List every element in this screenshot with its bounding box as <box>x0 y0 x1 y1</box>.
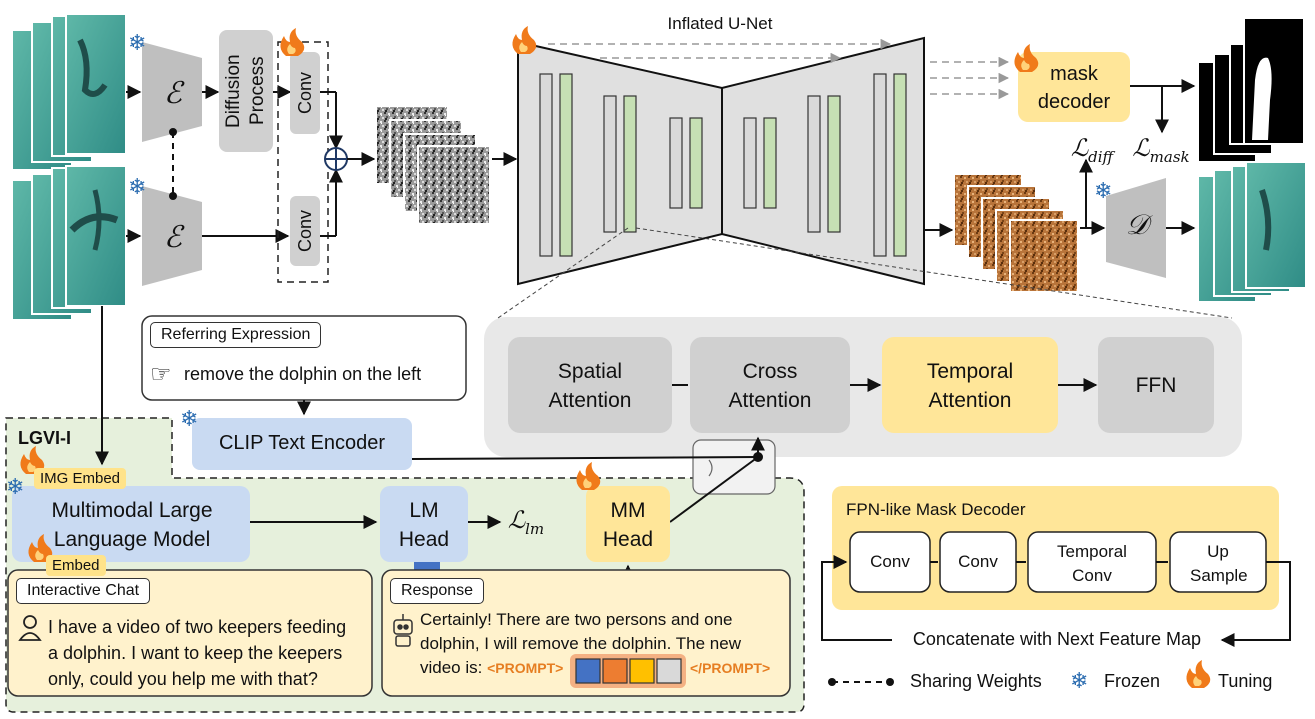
unet-title: Inflated U-Net <box>667 14 773 33</box>
diffusion-process-label: Diffusion Process <box>223 54 268 128</box>
encoder-top-snowflake-icon: ❄ <box>128 30 147 55</box>
img-embed-tag: IMG Embed <box>34 468 127 489</box>
legend-sharing-label: Sharing Weights <box>910 671 1042 691</box>
legend-sharing-weights <box>828 678 894 686</box>
mask-decoder-flame-icon <box>1014 44 1039 72</box>
response-caption: Response <box>390 578 485 604</box>
conv-bottom-label: Conv <box>295 209 315 253</box>
encoder-top-symbol: ℰ <box>163 76 183 111</box>
chat-line-1: I have a video of two keepers feeding <box>48 617 347 637</box>
mllm-block <box>12 486 250 562</box>
img-embed-flame-icon <box>20 446 45 474</box>
fpn-conv-2-label: Conv <box>958 552 998 571</box>
loss-lm: ℒlm <box>507 506 545 538</box>
response-line-2: dolphin, I will remove the dolphin. The … <box>420 634 741 653</box>
lm-head-block <box>380 486 468 562</box>
decoder <box>1106 178 1166 278</box>
loss-mask: ℒmask <box>1132 134 1190 166</box>
noisy-latents <box>375 105 491 225</box>
prompt-token <box>656 658 682 684</box>
mm-head-block <box>586 486 670 562</box>
cross-attention-label: Cross Attention <box>728 360 812 412</box>
clip-text-encoder-block <box>192 418 412 470</box>
mm-head-flame-icon <box>576 462 601 490</box>
spatial-attention-block <box>508 337 672 433</box>
decoder-symbol: 𝒟 <box>1125 208 1149 241</box>
conv-block-bottom <box>290 196 320 266</box>
diffusion-process-block <box>219 30 273 152</box>
output-video <box>1197 161 1307 303</box>
lm-head-label: LM Head <box>398 499 450 551</box>
ffn-label: FFN <box>1135 374 1177 397</box>
chat-line-3: only, could you help me with that? <box>48 669 318 689</box>
prompt-close-tag: </PROMPT> <box>690 660 771 676</box>
skip-connections <box>548 38 1010 100</box>
spatial-attention-label: Spatial Attention <box>548 360 632 412</box>
response-line-3: video is: <PROMPT> <box>420 658 564 677</box>
prompt-token <box>602 658 628 684</box>
embed-tag: Embed <box>46 555 106 576</box>
encoder-bottom <box>142 186 202 286</box>
user-icon <box>18 615 42 641</box>
encoder-bottom-snowflake-icon: ❄ <box>128 174 147 199</box>
fpn-conv-1-label: Conv <box>870 552 910 571</box>
ffn-block <box>1098 337 1214 433</box>
legend-flame-icon <box>1186 660 1211 688</box>
input-video-bottom <box>11 165 127 321</box>
prompt-open-tag: <PROMPT> <box>487 660 564 676</box>
loss-diff: ℒdiff <box>1070 134 1114 166</box>
referring-expression-caption: Referring Expression <box>150 322 322 348</box>
temporal-attention-block <box>882 337 1058 433</box>
conv-block-top <box>290 52 320 134</box>
mask-decoder-label: mask decoder <box>1037 63 1111 113</box>
conv-top-label: Conv <box>295 71 315 115</box>
prompt-token <box>629 658 655 684</box>
encoder-bottom-symbol: ℰ <box>163 220 183 255</box>
pointing-hand-icon: ☞ <box>150 361 172 388</box>
output-mask <box>1197 17 1305 163</box>
input-video-top <box>11 13 127 171</box>
mllm-snowflake-icon: ❄ <box>6 474 25 499</box>
embed-flame-icon <box>28 534 53 562</box>
fpn-upsample-label: Up Sample <box>1190 542 1248 585</box>
response-panel <box>381 569 791 697</box>
cross-attention-block <box>690 337 850 433</box>
fusion-switch <box>692 439 776 495</box>
concat-loop <box>1220 561 1291 647</box>
fpn-title: FPN-like Mask Decoder <box>846 500 1026 519</box>
unet-flame-icon <box>512 26 537 54</box>
legend-tuning-label: Tuning <box>1218 671 1273 691</box>
clip-text-encoder-label: CLIP Text Encoder <box>218 432 386 454</box>
referring-expression-text: remove the dolphin on the left <box>184 364 422 384</box>
temporal-attention-label: Temporal Attention <box>926 360 1014 412</box>
mllm-label: Multimodal Large Language Model <box>51 499 213 551</box>
output-latents <box>953 173 1079 293</box>
fpn-temporal-conv-label: Temporal Conv <box>1057 542 1127 585</box>
diffusion-flame-icon <box>280 28 305 56</box>
decoder-snowflake-icon: ❄ <box>1094 178 1113 203</box>
unet-feature-bars <box>539 73 907 257</box>
chat-caption: Interactive Chat <box>16 578 151 604</box>
prompt-tokens <box>575 658 682 684</box>
legend-snowflake-icon: ❄ <box>1070 668 1089 693</box>
plus-operator <box>324 147 348 171</box>
encoder-top <box>142 42 202 142</box>
mask-decoder-block <box>1018 52 1130 122</box>
concat-label: Concatenate with Next Feature Map <box>912 629 1202 649</box>
legend-frozen-label: Frozen <box>1104 671 1161 691</box>
chat-line-2: a dolphin. I want to keep the keepers <box>48 643 343 663</box>
robot-icon <box>393 614 413 647</box>
lgvi-title: LGVI-I <box>18 428 71 448</box>
prompt-token <box>575 658 601 684</box>
mm-head-label: MM Head <box>602 499 654 551</box>
response-line-1: Certainly! There are two persons and one <box>420 610 733 629</box>
clip-snowflake-icon: ❄ <box>180 406 199 431</box>
